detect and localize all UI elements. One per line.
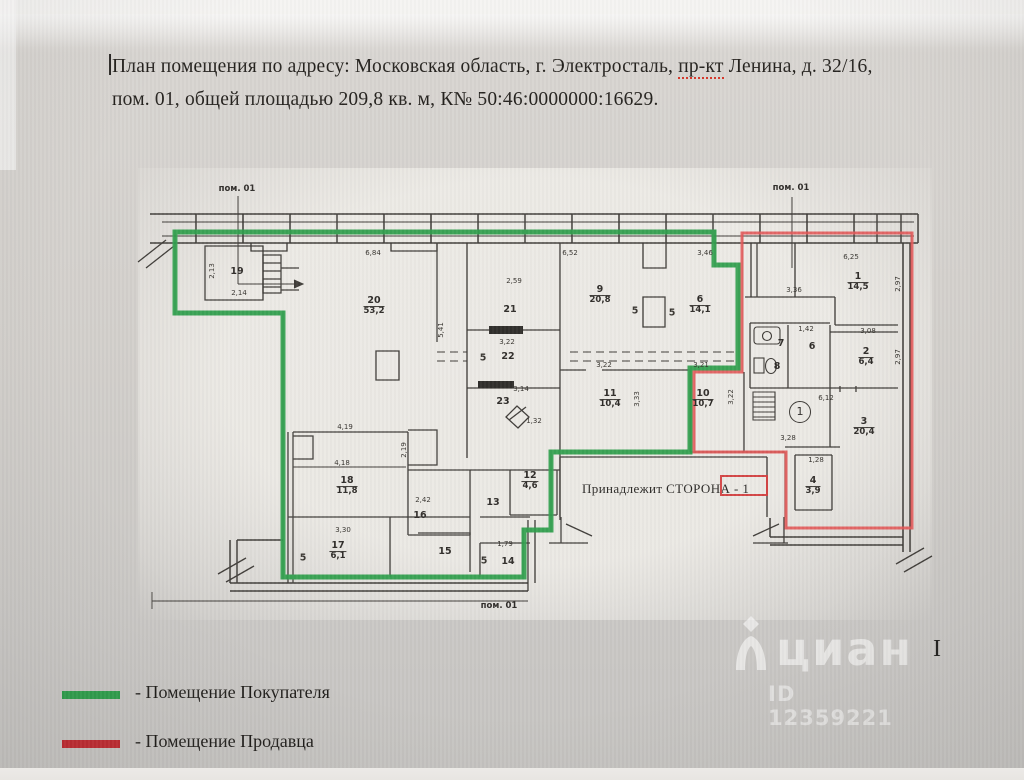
- document-title: План помещения по адресу: Московская обл…: [112, 50, 972, 116]
- title-spellcheck-word: пр-кт: [678, 56, 724, 79]
- title-line1-post: Ленина, д. 32/16,: [723, 56, 873, 77]
- stairwell-number-badge: 1: [789, 401, 811, 423]
- title-line1-pre: План помещения по адресу: Московская обл…: [112, 56, 679, 77]
- title-line2: пом. 01, общей площадью 209,8 кв. м, К№ …: [112, 89, 659, 110]
- exterior-walls: [150, 213, 919, 592]
- photo-glare-left: [0, 0, 16, 170]
- legend-seller-label: - Помещение Продавца: [135, 731, 314, 751]
- cian-watermark-id: ID 12359221: [768, 682, 893, 730]
- seller-color-swatch: [62, 740, 120, 748]
- seller-outline-red: [692, 231, 914, 530]
- stray-text-cursor: I: [933, 636, 941, 662]
- dashed-beam-lines: [437, 351, 737, 362]
- window-glass-lines: [151, 221, 914, 609]
- interior-walls: [204, 243, 898, 591]
- cian-logo-icon: [736, 616, 766, 670]
- legend-buyer-label: - Помещение Покупателя: [135, 682, 330, 702]
- stair-hatch: [752, 326, 781, 421]
- cian-watermark-text: циан: [776, 622, 914, 676]
- photo-glare-fade: [0, 14, 1024, 48]
- buyer-outline-green: [172, 229, 741, 580]
- text-cursor-bar: [109, 54, 111, 75]
- leader-lines: [237, 196, 793, 289]
- buyer-color-swatch: [62, 691, 120, 699]
- photo-glare-top: [0, 0, 1024, 14]
- vent-shaft-bars: [478, 326, 523, 388]
- ownership-note: Принадлежит СТОРОНА - 1: [582, 481, 750, 496]
- ownership-note-box: [720, 475, 768, 496]
- cian-watermark: циан ID 12359221: [728, 614, 911, 730]
- break-marks: [137, 239, 933, 583]
